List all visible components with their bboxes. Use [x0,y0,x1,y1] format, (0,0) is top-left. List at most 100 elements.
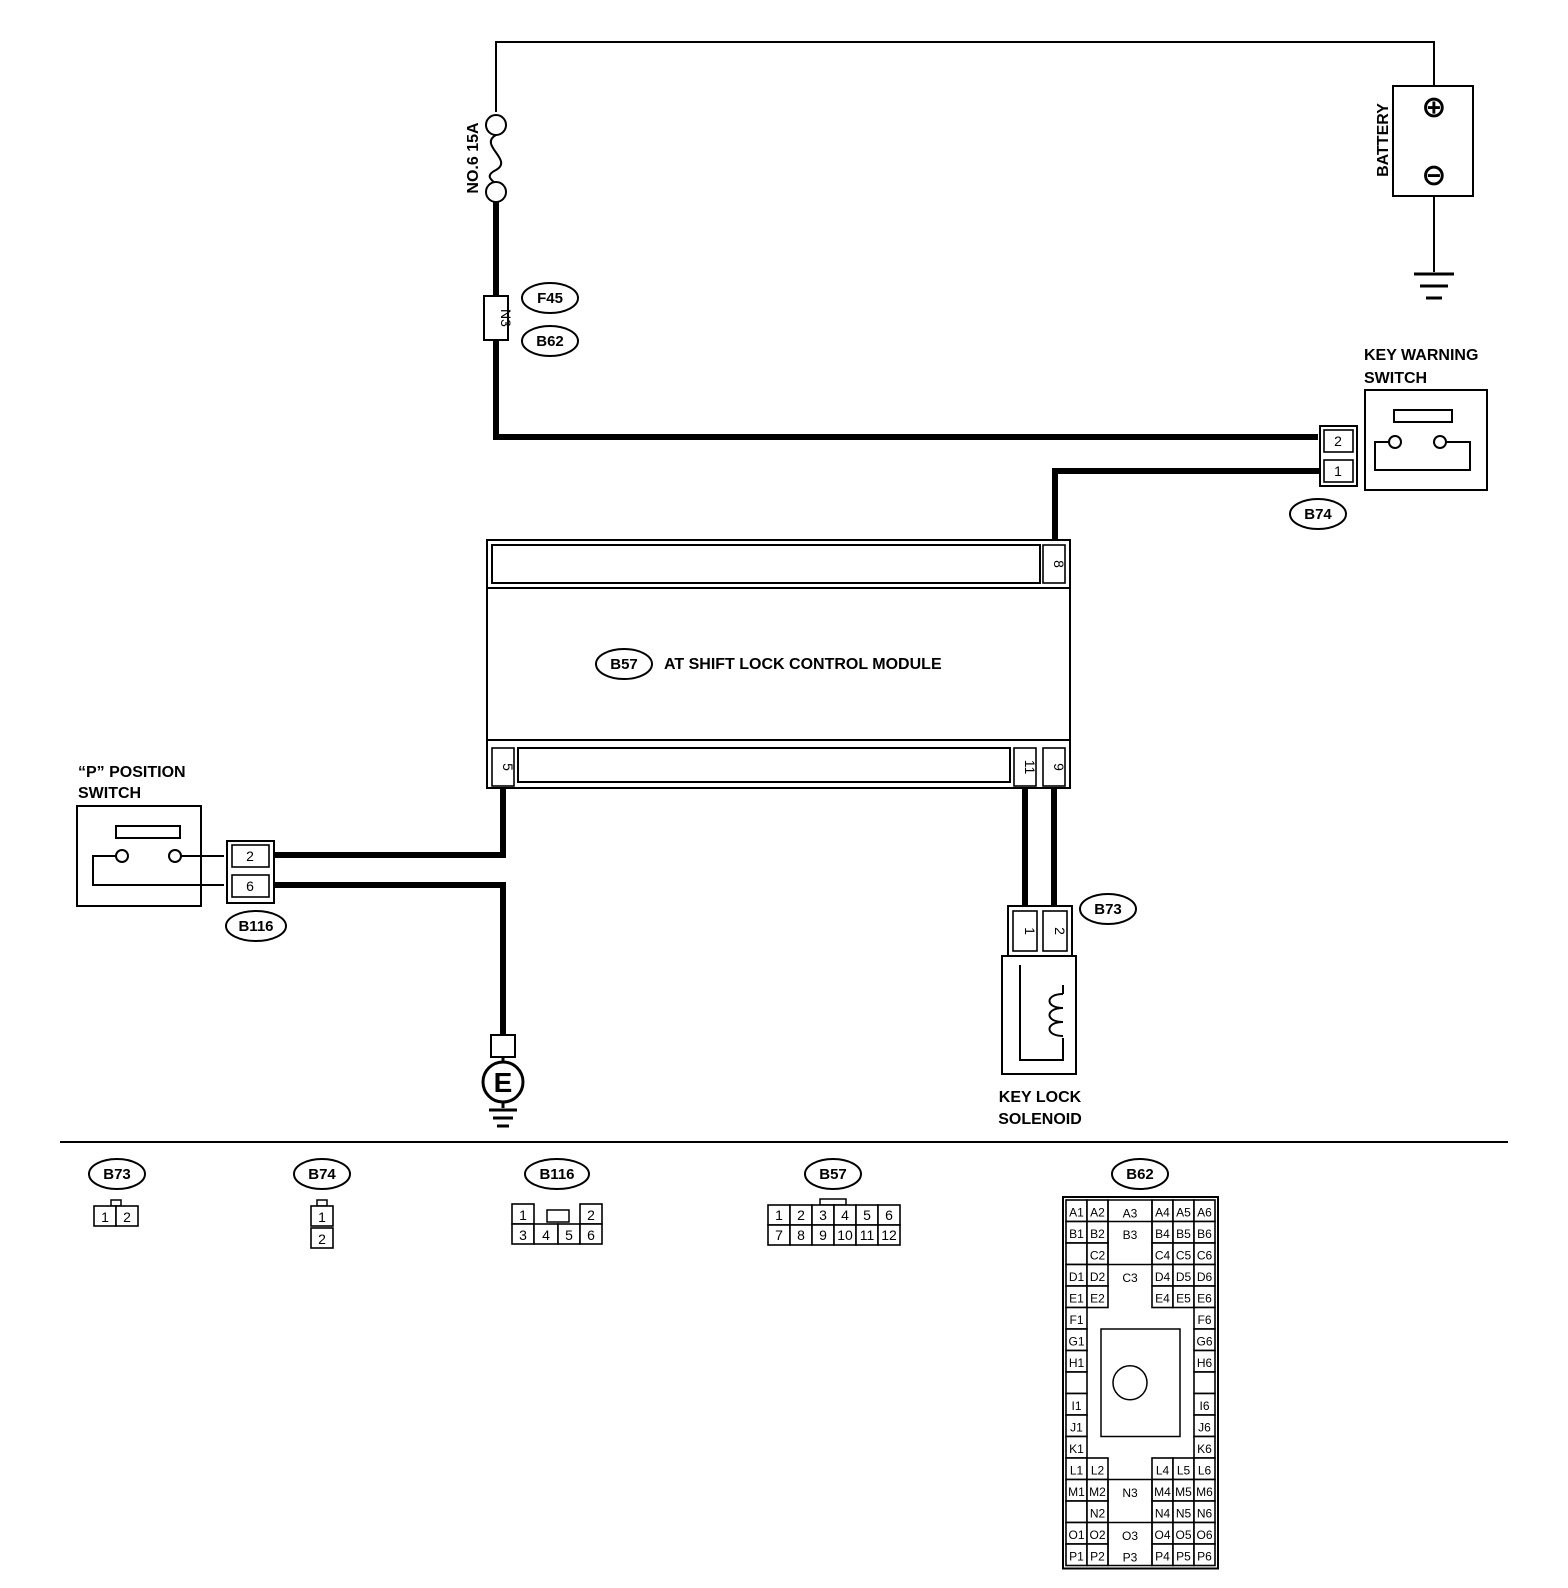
b62-view-pin: E4 [1155,1292,1170,1306]
b62-view-pin: P2 [1090,1550,1105,1564]
b62-view-pin: D1 [1069,1270,1085,1284]
b62-view-pin: C4 [1155,1249,1171,1263]
b116-view-label: B116 [539,1166,574,1183]
n3-to-key-warning-wire [493,340,1318,440]
b62-view-pin: M1 [1068,1485,1085,1499]
b57-view-tag [804,1158,862,1190]
battery-label: BATTERY [1375,103,1392,177]
b62-view-pin: L1 [1070,1464,1084,1478]
b57-view-pin: 1 [775,1207,783,1223]
b62-view-pin: D6 [1197,1270,1213,1284]
b62-view-pin: E2 [1090,1292,1105,1306]
key-warning-switch-label-2: SWITCH [1364,370,1427,387]
b62-view-center-pin: C3 [1122,1271,1138,1285]
b57-view-key [819,1198,847,1206]
b74-tag-label: B74 [1304,506,1332,523]
b116-view-pin: 3 [519,1227,527,1243]
module-pin-5: 5 [500,763,516,771]
module-to-p-switch-wire [272,787,506,858]
b62-view-pin: P5 [1176,1550,1191,1564]
b57-view-pin: 5 [863,1207,871,1223]
battery-positive-icon: ⊕ [1421,91,1446,124]
b116-pin-cell [231,844,270,868]
b74-view-label: B74 [308,1166,336,1183]
p-switch-pin-6: 6 [246,878,254,894]
b57-tag [595,648,653,680]
key-warning-switch-label-1: KEY WARNING [1364,347,1478,364]
b57-tag-label: B57 [610,656,638,673]
module-pin-8-cell [1042,544,1066,584]
b62-view-pin: A5 [1176,1206,1191,1220]
b57-view-pin: 10 [837,1227,853,1243]
b62-view-pin: E6 [1197,1292,1212,1306]
p-position-switch [76,805,224,907]
b62-view-center-block [1107,1199,1153,1266]
battery-ground-symbol [1414,272,1454,300]
b62-view-pin: O1 [1068,1528,1084,1542]
b62-view-pin: G6 [1196,1335,1212,1349]
b62-view-center-pin: O3 [1122,1529,1138,1543]
b116-view-key [546,1209,570,1223]
module-pin-5-cell [491,747,515,787]
b62-view-pin: O5 [1175,1528,1191,1542]
b57-view-pin: 8 [797,1227,805,1243]
key-warning-to-module-wire [1052,468,1320,545]
f45-tag [521,282,579,314]
b62-view-pin: C2 [1090,1249,1106,1263]
solenoid-pin-2: 2 [1052,927,1068,935]
n3-connector [483,295,509,341]
b62-view-pin: O2 [1089,1528,1105,1542]
kws-pin-2: 2 [1334,433,1342,449]
b74-view-pin-cell [310,1205,334,1227]
b73-tag-label: B73 [1094,901,1122,918]
b116-view-pin: 1 [519,1207,527,1223]
ground-e-label: E [494,1067,513,1098]
b73-view-pin-cell [115,1205,139,1227]
b116-tag-label: B116 [238,918,273,935]
b74-view-key [316,1199,328,1207]
b57-view-label: B57 [819,1166,847,1183]
b62-view-pin: D2 [1090,1270,1106,1284]
b62-view-pin: K1 [1069,1442,1084,1456]
b62-view-pin: N5 [1176,1507,1192,1521]
module-name: AT SHIFT LOCK CONTROL MODULE [664,656,942,673]
b116-view-tag [524,1158,590,1190]
b62-view-pin: M5 [1175,1485,1192,1499]
b62-view-pin: M2 [1089,1485,1106,1499]
b62-view-pin-cell [1193,1543,1216,1567]
b62-view-pin: F1 [1069,1313,1083,1327]
b62-view-pin: A2 [1090,1206,1105,1220]
b73-tag [1079,893,1137,925]
fuse-icon [485,114,507,203]
p-switch-to-ground-wire [272,882,506,1035]
b62-view-pin: B1 [1069,1227,1084,1241]
module-pin-11: 11 [1022,760,1038,775]
b62-view-pin: F6 [1197,1313,1211,1327]
b57-view-pin: 3 [819,1207,827,1223]
kws-pin-1: 1 [1334,463,1342,479]
b62-view-pin: M6 [1196,1485,1213,1499]
n3-pin: N3 [498,309,514,327]
b62-view-pin: A6 [1197,1206,1212,1220]
b62-view-pin: A4 [1155,1206,1170,1220]
key-warning-switch [1364,389,1488,491]
b62-view-pin: C5 [1176,1249,1192,1263]
b62-view-center-pin: A3 [1123,1207,1138,1221]
b57-view-pin: 12 [881,1227,897,1243]
b57-view-pin: 6 [885,1207,893,1223]
b62-view-pin: E1 [1069,1292,1084,1306]
b62-view-pin: K6 [1197,1442,1212,1456]
b62-view-pin-cell [1086,1285,1109,1309]
b116-view-pin: 4 [542,1227,550,1243]
b62-view-pin: P1 [1069,1550,1084,1564]
b62-view-pin: H6 [1197,1356,1213,1370]
b62-view-pin: D5 [1176,1270,1192,1284]
b116-view-pin: 6 [587,1227,595,1243]
key-lock-solenoid [1001,955,1077,1075]
b73-view-label: B73 [103,1166,131,1183]
b62-view-pin-cell [1193,1371,1216,1395]
b62-view-pin: B5 [1176,1227,1191,1241]
module-pin-9: 9 [1051,763,1067,771]
b62-view-pin: D4 [1155,1270,1171,1284]
